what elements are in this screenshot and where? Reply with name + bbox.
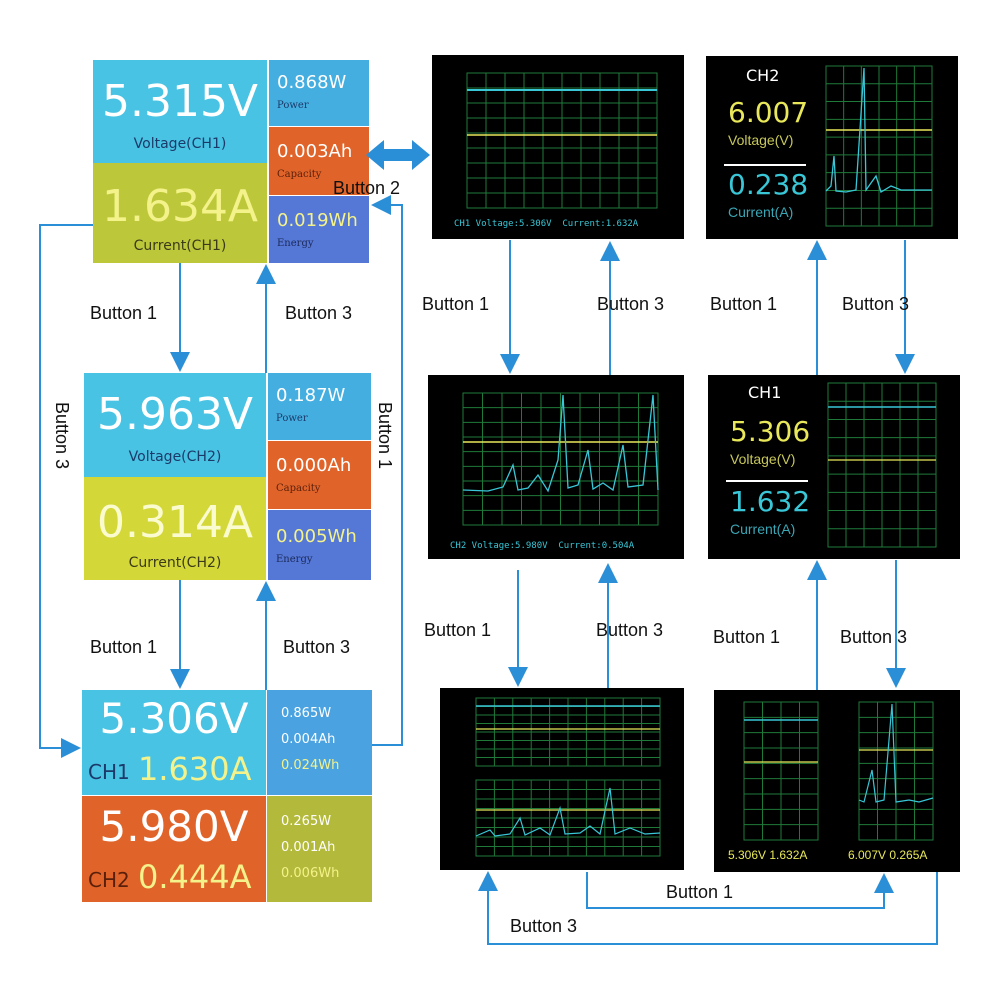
ch1-side-screen: CH1 5.306 Voltage(V) 1.632 Current(A)	[708, 375, 960, 559]
label-r2-r1-button1: Button 1	[710, 294, 778, 314]
panel2-power-block: 0.187W Power	[268, 373, 371, 440]
label-g2-g1-button3: Button 3	[597, 294, 665, 314]
ch2-side-voltage-label: Voltage(V)	[728, 132, 794, 148]
graph-ch2-caption: CH2 Voltage:5.980V Current:0.504A	[450, 541, 635, 551]
panel1-energy-value: 0.019Wh	[277, 210, 358, 231]
label-p3-p2-button3: Button 3	[283, 637, 351, 657]
panel2-power-value: 0.187W	[276, 385, 346, 406]
label-r1-r2-button3: Button 3	[842, 294, 910, 314]
ch1-side-plot	[827, 382, 937, 548]
label-g3-g2-button3: Button 3	[596, 620, 664, 640]
panel1-power-label: Power	[277, 100, 309, 111]
panel2-voltage-block: 5.963V Voltage(CH2)	[84, 373, 266, 477]
graph-ch1-caption: CH1 Voltage:5.306V Current:1.632A	[454, 219, 639, 229]
panel1-energy-block: 0.019Wh Energy	[269, 196, 369, 263]
panel1-energy-label: Energy	[277, 238, 314, 249]
panel1-capacity-label: Capacity	[277, 169, 322, 180]
label-g1-g2-button1: Button 1	[422, 294, 490, 314]
panel3-ch1-voltage: 5.306V	[99, 694, 249, 743]
right-current-trace	[858, 703, 934, 803]
ch2-current-trace	[475, 787, 661, 837]
label-button2: Button 2	[333, 178, 401, 198]
panel1-capacity-block: 0.003Ah Capacity	[269, 127, 369, 195]
label-left-loop-button3: Button 3	[52, 402, 72, 470]
panel2-energy-block: 0.005Wh Energy	[268, 510, 371, 580]
ch1-side-current: 1.632	[730, 485, 811, 518]
dual-stacked-screen	[440, 688, 684, 870]
dual-stacked-plot	[475, 697, 661, 857]
ch1-side-divider	[726, 480, 808, 482]
dual-side-screen: 5.306V 1.632A 6.007V 0.265A	[714, 690, 960, 872]
panel3-ch2-energy: 0.006Wh	[281, 866, 340, 881]
panel1-power-block: 0.868W Power	[269, 60, 369, 126]
graph-ch2-plot	[462, 392, 659, 526]
panel1-current-value: 1.634A	[101, 181, 259, 232]
panel2-current-block: 0.314A Current(CH2)	[84, 477, 266, 580]
panel2-capacity-value: 0.000Ah	[276, 455, 352, 476]
ch2-side-divider	[724, 164, 806, 166]
panel2-energy-value: 0.005Wh	[276, 526, 357, 547]
label-p1-p2-button1: Button 1	[90, 303, 158, 323]
panel3-ch2-capacity: 0.001Ah	[281, 840, 336, 855]
panel3-ch2-block: 5.980V CH2 0.444A	[82, 796, 266, 902]
panel1-current-label: Current(CH1)	[133, 238, 227, 254]
panel1-voltage-label: Voltage(CH1)	[133, 136, 227, 152]
ch1-side-current-label: Current(A)	[730, 521, 796, 537]
dual-side-left-readout: 5.306V 1.632A	[728, 848, 808, 862]
arrow-p3-p1	[371, 195, 403, 746]
ch2-side-voltage: 6.007	[728, 96, 809, 129]
panel1-current-block: 1.634A Current(CH1)	[93, 163, 267, 263]
label-g2-g3-button1: Button 1	[424, 620, 492, 640]
panel1-power-value: 0.868W	[277, 72, 347, 93]
panel1-voltage-value: 5.315V	[101, 76, 259, 127]
panel3-ch1-capacity: 0.004Ah	[281, 732, 336, 747]
dual-side-right-readout: 6.007V 0.265A	[848, 848, 928, 862]
panel3-ch1-stats-block: 0.865W 0.004Ah 0.024Wh	[267, 690, 372, 795]
ch1-side-voltage-label: Voltage(V)	[730, 451, 796, 467]
panel3-ch1-block: 5.306V CH1 1.630A	[82, 690, 266, 795]
label-r3-r2-button1: Button 1	[713, 627, 781, 647]
panel2-current-label: Current(CH2)	[128, 555, 222, 571]
graph-screen-ch2: CH2 Voltage:5.980V Current:0.504A	[428, 375, 684, 559]
panel3-ch2-power: 0.265W	[281, 814, 332, 829]
current-trace	[462, 394, 659, 493]
panel3-ch2-current: 0.444A	[138, 858, 252, 896]
panel2-power-label: Power	[276, 413, 308, 424]
panel3-ch1-current: 1.630A	[138, 750, 252, 788]
graph-ch1-plot	[466, 72, 658, 209]
label-p2-p3-button1: Button 1	[90, 637, 158, 657]
panel2-voltage-value: 5.963V	[96, 389, 254, 440]
current-trace	[825, 67, 932, 193]
ch2-side-screen: CH2 6.007 Voltage(V) 0.238 Current(A)	[706, 56, 958, 239]
panel2-voltage-label: Voltage(CH2)	[128, 449, 222, 465]
arrow-g3-r3	[586, 872, 894, 909]
label-bottom-button1: Button 1	[666, 882, 734, 902]
panel3-ch2-label: CH2	[88, 868, 130, 892]
ch2-side-current: 0.238	[728, 168, 809, 201]
ch2-side-current-label: Current(A)	[728, 204, 794, 220]
label-r2-r3-button3: Button 3	[840, 627, 908, 647]
panel1-voltage-block: 5.315V Voltage(CH1)	[93, 60, 267, 163]
label-right-loop-button1: Button 1	[375, 402, 395, 470]
button2-double-arrow	[366, 140, 430, 170]
ch1-side-title: CH1	[748, 383, 782, 402]
panel2-capacity-block: 0.000Ah Capacity	[268, 441, 371, 509]
panel3-ch2-stats-block: 0.265W 0.001Ah 0.006Wh	[267, 796, 372, 902]
panel3-ch1-power: 0.865W	[281, 706, 332, 721]
ch1-side-voltage: 5.306	[730, 415, 811, 448]
ch2-side-plot	[825, 65, 933, 227]
label-p2-p1-button3: Button 3	[285, 303, 353, 323]
ch2-side-title: CH2	[746, 66, 780, 85]
panel3-ch1-energy: 0.024Wh	[281, 758, 340, 773]
panel3-ch1-label: CH1	[88, 760, 130, 784]
panel2-energy-label: Energy	[276, 554, 313, 565]
panel2-current-value: 0.314A	[96, 497, 254, 548]
panel1-capacity-value: 0.003Ah	[277, 141, 353, 162]
graph-screen-ch1: CH1 Voltage:5.306V Current:1.632A	[432, 55, 684, 239]
label-bottom-button3: Button 3	[510, 916, 578, 936]
panel2-capacity-label: Capacity	[276, 483, 321, 494]
panel3-ch2-voltage: 5.980V	[99, 802, 249, 851]
dual-side-plot	[743, 701, 934, 841]
